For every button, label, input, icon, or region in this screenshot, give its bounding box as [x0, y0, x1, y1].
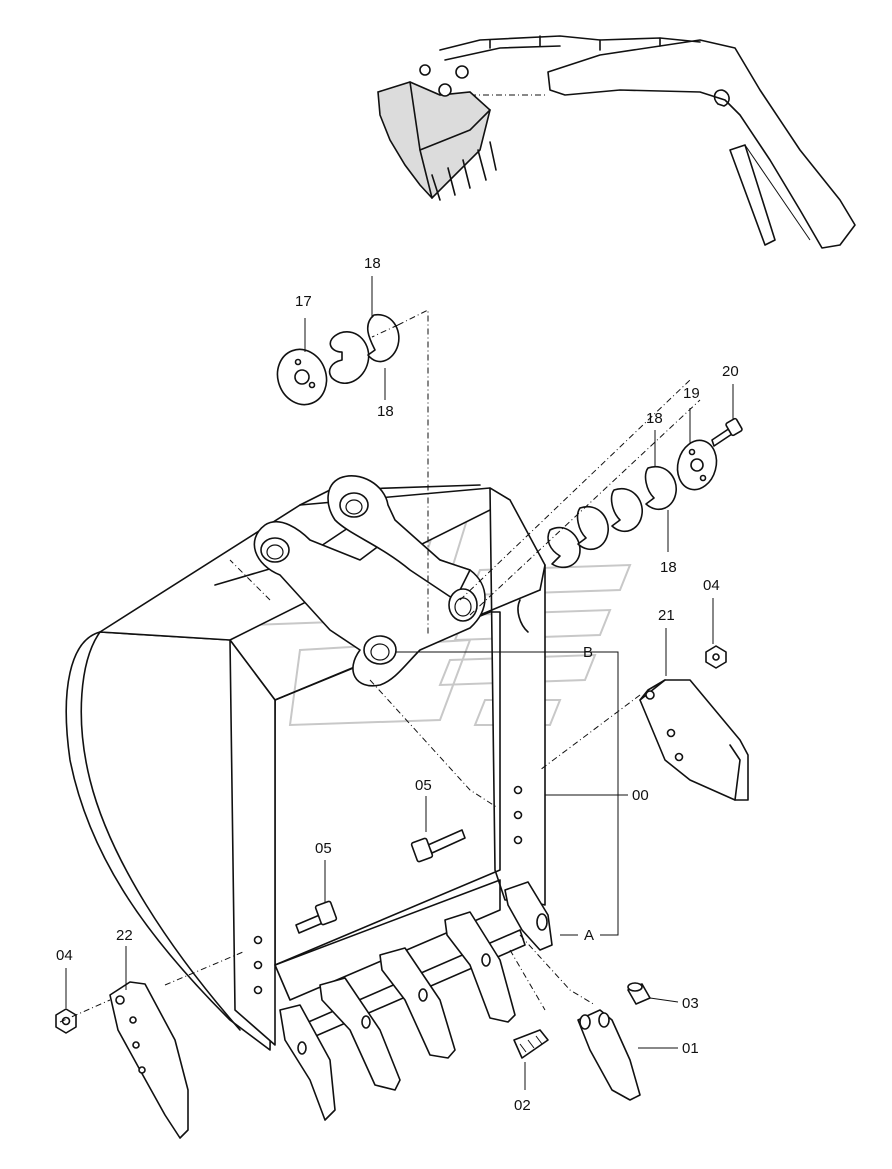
- pin-02: [513, 1029, 549, 1059]
- tooth-adapters: [279, 881, 553, 1121]
- excavator-arm-inset: [377, 35, 856, 249]
- side-cutter-21: [639, 679, 749, 801]
- leader-lines: [59, 276, 734, 1090]
- bolt-20: [711, 417, 743, 447]
- callout-05-upper: 05: [415, 777, 432, 794]
- c-shim-18-upper: [328, 314, 400, 384]
- tooth-01: [577, 1009, 641, 1101]
- bolt-05-lower: [295, 900, 338, 934]
- callout-18-c: 18: [646, 410, 663, 427]
- callout-03: 03: [682, 995, 699, 1012]
- callout-19: 19: [683, 385, 700, 402]
- bolt-05-upper: [410, 829, 466, 863]
- side-cutter-22: [109, 981, 189, 1139]
- callout-04-right: 04: [703, 577, 720, 594]
- callout-05-lower: 05: [315, 840, 332, 857]
- nut-04-right: [705, 645, 727, 669]
- callout-18-b: 18: [377, 403, 394, 420]
- callout-02: 02: [514, 1097, 531, 1114]
- callout-00: 00: [632, 787, 649, 804]
- callout-04-left: 04: [56, 947, 73, 964]
- callout-18-a: 18: [364, 255, 381, 272]
- callout-20: 20: [722, 363, 739, 380]
- lock-03: [627, 982, 651, 1005]
- callout-22: 22: [116, 927, 133, 944]
- callout-21: 21: [658, 607, 675, 624]
- callout-17: 17: [295, 293, 312, 310]
- callout-A: A: [584, 927, 594, 944]
- shim-plate-17: [276, 348, 328, 406]
- callout-labels: 17 18 18 18 18 19 20 04 21 B 05 00 05 A …: [56, 255, 739, 1114]
- callout-18-d: 18: [660, 559, 677, 576]
- c-shim-18-right: [547, 465, 677, 569]
- shim-plate-19: [676, 439, 718, 491]
- callout-B: B: [583, 644, 593, 661]
- pin-bracket: [253, 475, 486, 687]
- callout-01: 01: [682, 1040, 699, 1057]
- nut-04-left: [55, 1008, 77, 1034]
